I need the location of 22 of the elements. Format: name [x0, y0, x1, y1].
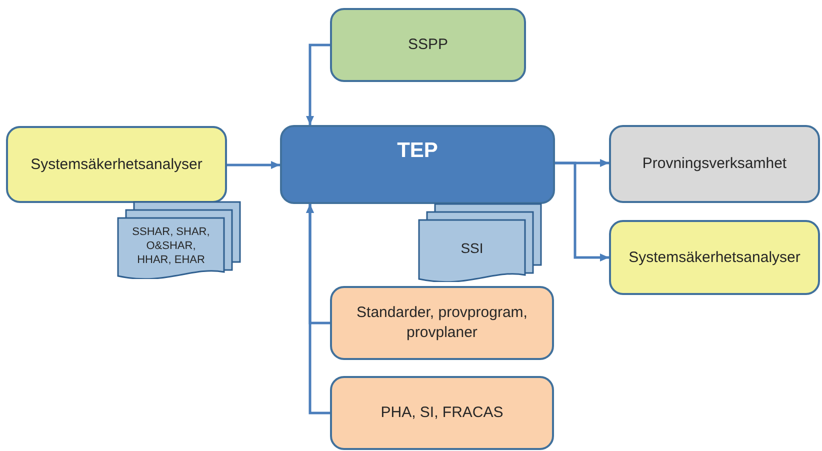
- node-label: Provningsverksamhet: [642, 154, 787, 174]
- process-box: [330, 8, 526, 82]
- arrow: [227, 161, 280, 169]
- process-box: [330, 286, 554, 360]
- arrow: [306, 44, 330, 125]
- arrow: [306, 204, 330, 414]
- node-label: Systemsäkerhetsanalyser: [30, 154, 202, 174]
- node-label: SSI: [460, 239, 484, 258]
- process-box: [330, 376, 554, 450]
- process-box: [6, 126, 227, 203]
- process-box: [609, 220, 820, 295]
- node-label: SSPP: [408, 35, 448, 55]
- arrow: [555, 162, 609, 262]
- node-label: PHA, SI, FRACAS: [380, 403, 504, 423]
- document-stack: [117, 201, 241, 279]
- process-box: [609, 125, 820, 203]
- document-stack: [418, 203, 542, 282]
- node-label: SSHAR, SHAR, O&SHAR, HHAR, EHAR: [132, 225, 210, 267]
- node-label: Standarder, provprogram, provplaner: [356, 303, 528, 343]
- process-box: [280, 125, 555, 204]
- node-label: Systemsäkerhetsanalyser: [628, 248, 800, 268]
- node-label: TEP: [397, 138, 438, 164]
